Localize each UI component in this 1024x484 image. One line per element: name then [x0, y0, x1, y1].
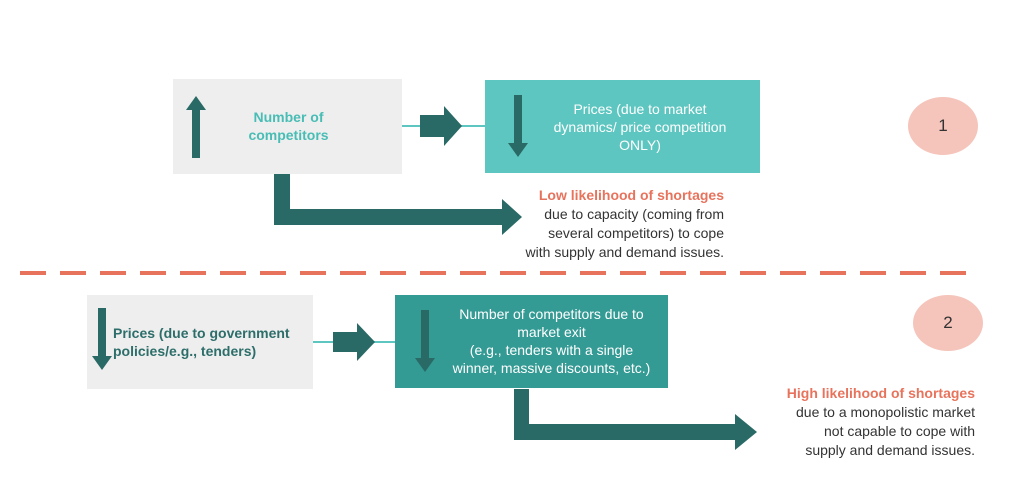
scenario2-prices-label: Prices (due to government policies/e.g.,… — [113, 325, 290, 359]
arrow-down-icon — [508, 95, 528, 157]
scenario2-competitors-box: Number of competitors due to market exit… — [395, 295, 668, 388]
connector-arrow-2 — [333, 323, 375, 361]
scenario2-outcome-text: High likelihood of shortages due to a mo… — [755, 384, 975, 460]
arrow-down-icon — [415, 310, 435, 372]
scenario2-number-badge: 2 — [913, 295, 983, 351]
scenario1-prices-box: Prices (due to market dynamics/ price co… — [485, 80, 760, 173]
outcome-arrow-1 — [274, 174, 522, 235]
arrow-down-icon — [92, 308, 112, 370]
scenario1-number-badge: 1 — [908, 97, 978, 155]
arrow-up-icon — [186, 96, 206, 158]
scenario1-competitors-label: Number of competitors — [248, 109, 329, 143]
scenario1-competitors-box: Number of competitors — [173, 79, 402, 174]
scenario2-prices-box: Prices (due to government policies/e.g.,… — [87, 295, 313, 389]
connector-arrow-1 — [420, 106, 462, 146]
outcome-arrow-2 — [514, 389, 757, 450]
scenario1-prices-label: Prices (due to market dynamics/ price co… — [553, 101, 727, 153]
scenario2-outcome-headline: High likelihood of shortages — [786, 385, 975, 401]
scenario1-outcome-text: Low likelihood of shortages due to capac… — [500, 186, 724, 262]
scenario1-outcome-headline: Low likelihood of shortages — [538, 187, 724, 203]
scenario2-competitors-label: Number of competitors due to market exit… — [452, 306, 651, 376]
